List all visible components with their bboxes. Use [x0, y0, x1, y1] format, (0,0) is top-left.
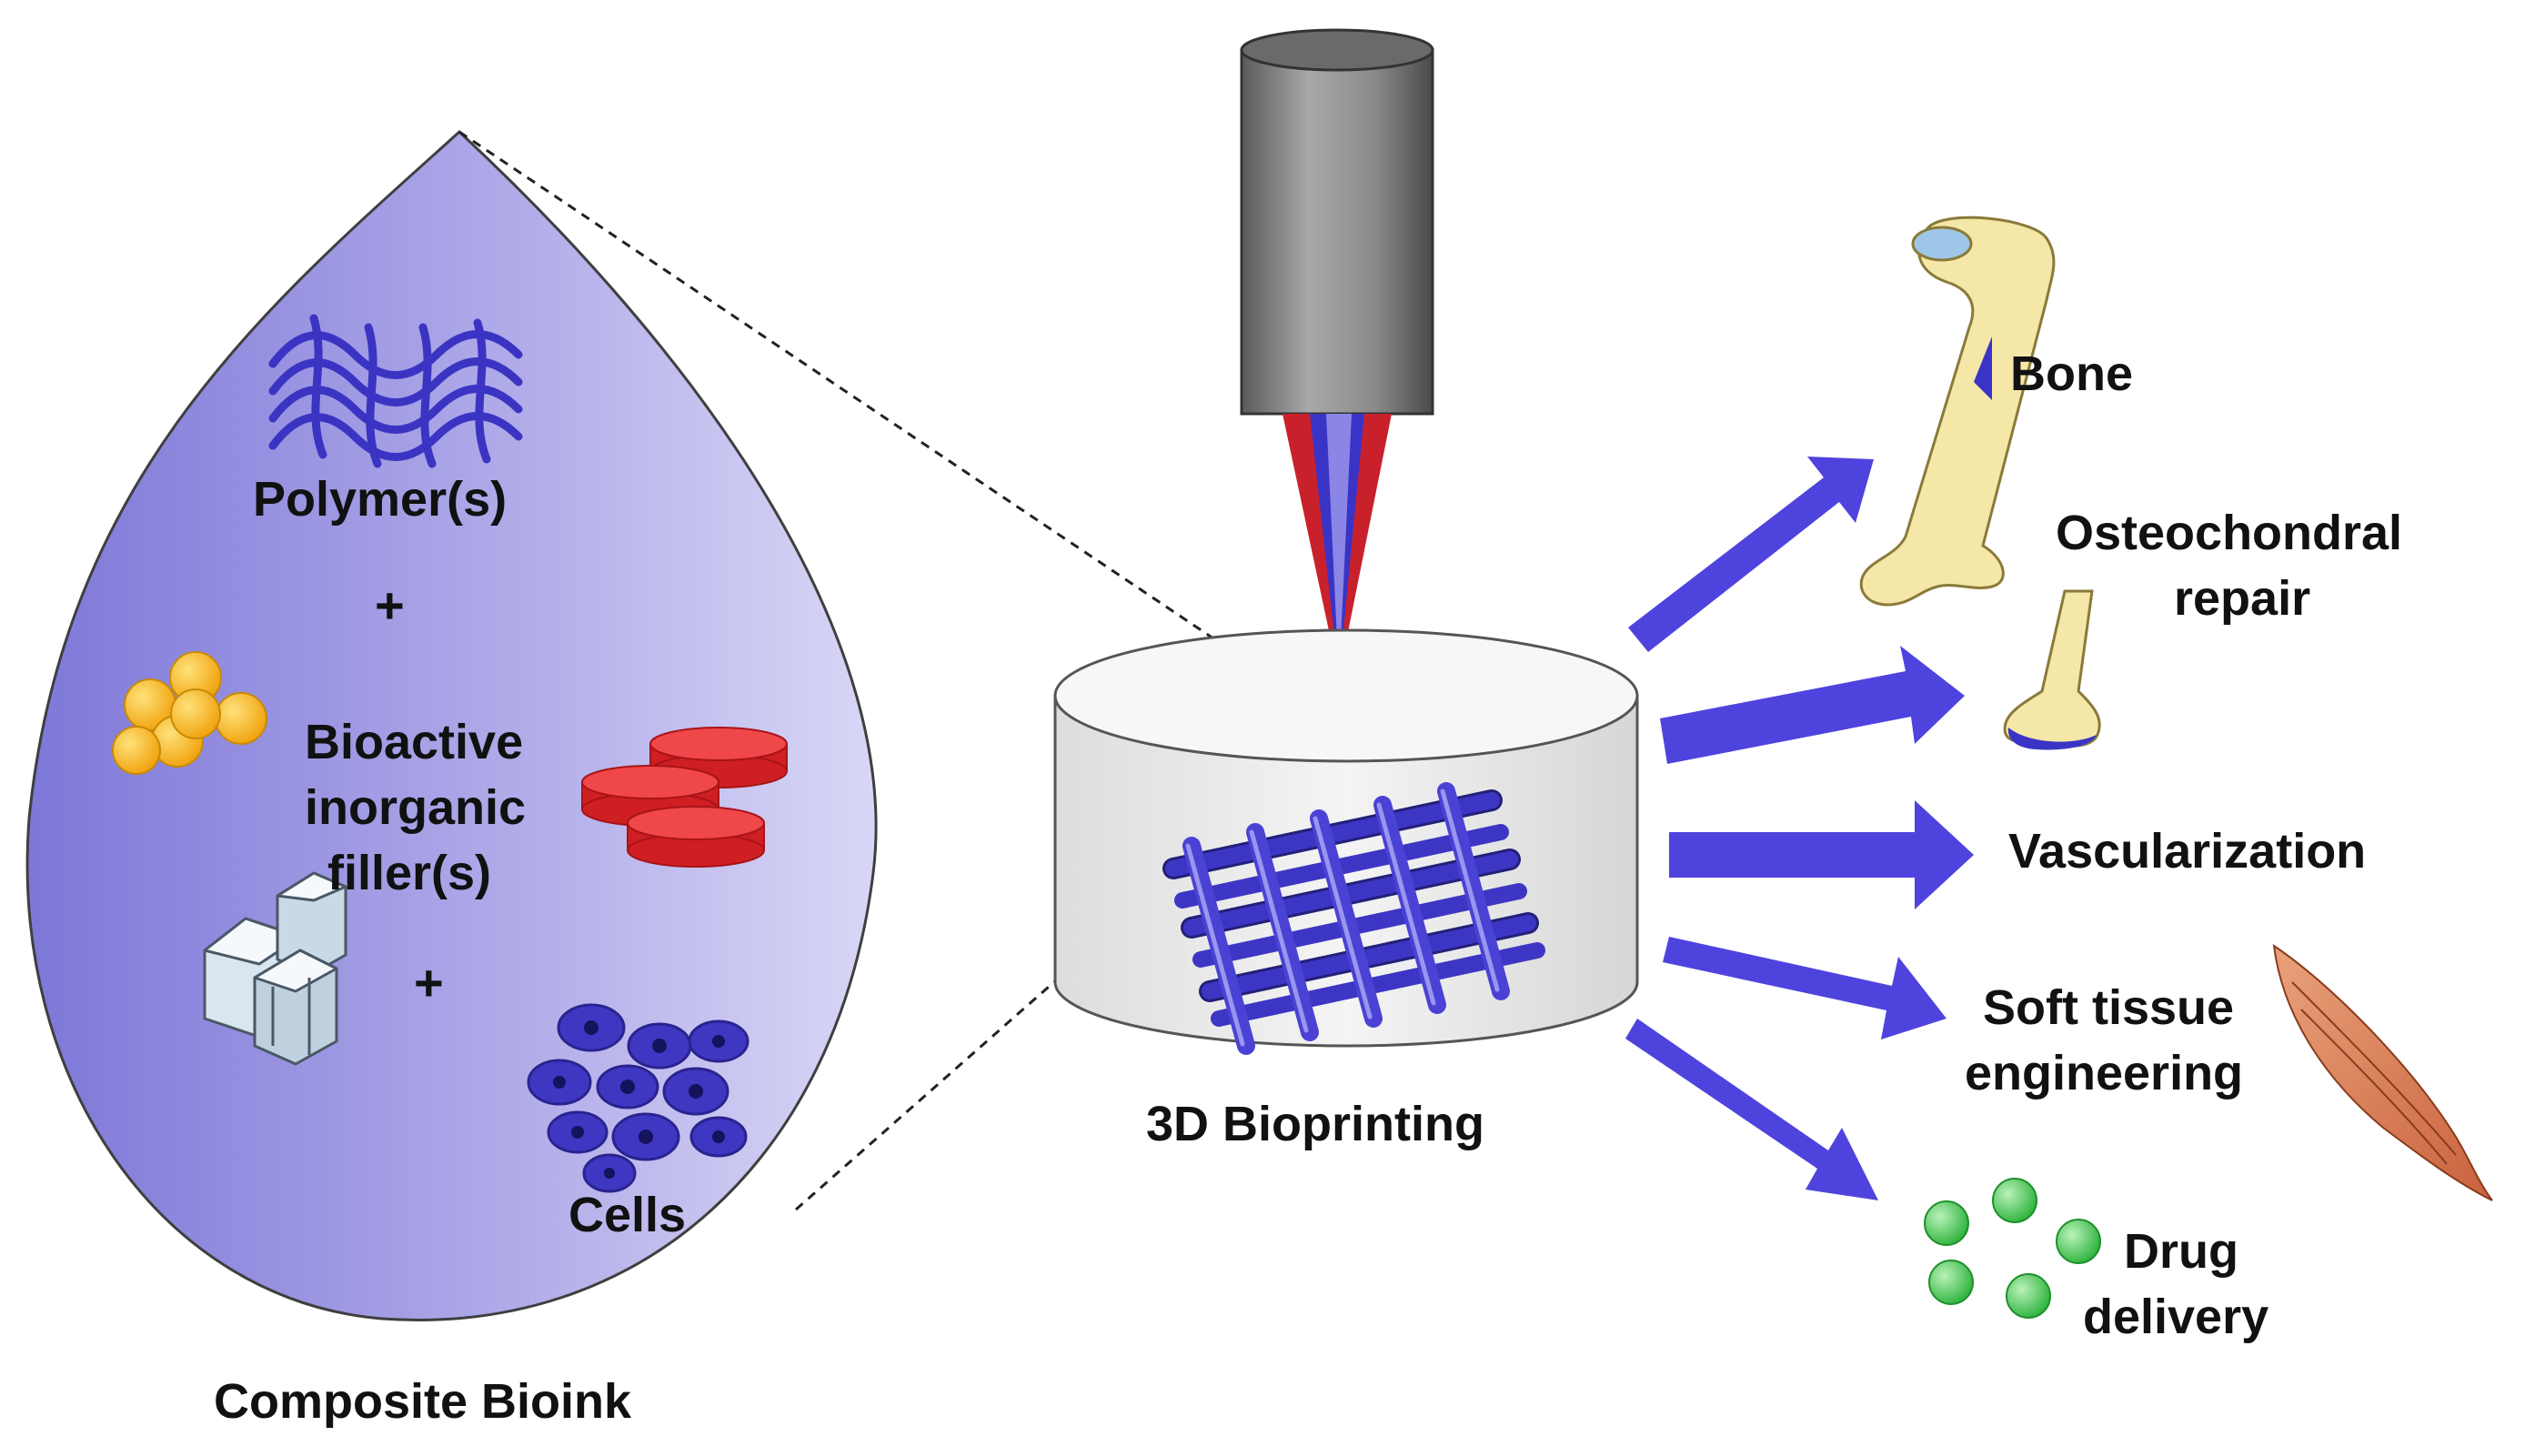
osteochondral-label-line1: Osteochondral	[2056, 506, 2403, 560]
arrow-bone	[1628, 457, 1874, 652]
arrow-osteochondral	[1660, 646, 1965, 764]
drug-delivery-label-line2: delivery	[2083, 1290, 2269, 1344]
soft-tissue-label-line2: engineering	[1965, 1046, 2244, 1100]
soft-tissue-label-line1: Soft tissue	[1983, 980, 2235, 1035]
ceramic-particles-icon	[112, 651, 267, 775]
cells-label: Cells	[568, 1188, 687, 1242]
drug-spheres-icon	[1924, 1178, 2101, 1319]
plus-sign-1: +	[375, 577, 405, 634]
bone-label: Bone	[2010, 346, 2133, 401]
application-arrows	[1625, 457, 1974, 1200]
filler-label-line3: filler(s)	[327, 846, 492, 900]
printed-scaffold	[1162, 782, 1545, 1055]
zoom-line-top	[458, 130, 1333, 720]
filler-label-line1: Bioactive	[305, 715, 524, 769]
bone-end-icon	[2003, 589, 2101, 750]
femur-icon	[1859, 216, 2056, 607]
arrow-drug-delivery	[1625, 1019, 1878, 1200]
composite-bioink-title: Composite Bioink	[214, 1374, 632, 1429]
bioprinting-label: 3D Bioprinting	[1146, 1097, 1484, 1151]
vascularization-label: Vascularization	[2008, 824, 2367, 879]
plus-sign-2: +	[414, 954, 444, 1011]
crystal-icon	[203, 871, 347, 1066]
polymer-label: Polymer(s)	[253, 472, 508, 527]
printer-nozzle	[1240, 28, 1434, 678]
muscle-icon	[2272, 943, 2493, 1201]
cells-icon	[527, 1003, 749, 1193]
polymer-icon	[268, 314, 523, 468]
cell-nuclei	[553, 1020, 725, 1179]
arrow-soft-tissue	[1663, 937, 1947, 1039]
osteochondral-label-line2: repair	[2174, 571, 2311, 626]
filler-label-line2: inorganic	[305, 780, 527, 835]
red-filler-icon	[581, 727, 788, 868]
arrow-vascularization	[1669, 800, 1974, 909]
drug-delivery-label-line1: Drug	[2124, 1224, 2238, 1279]
